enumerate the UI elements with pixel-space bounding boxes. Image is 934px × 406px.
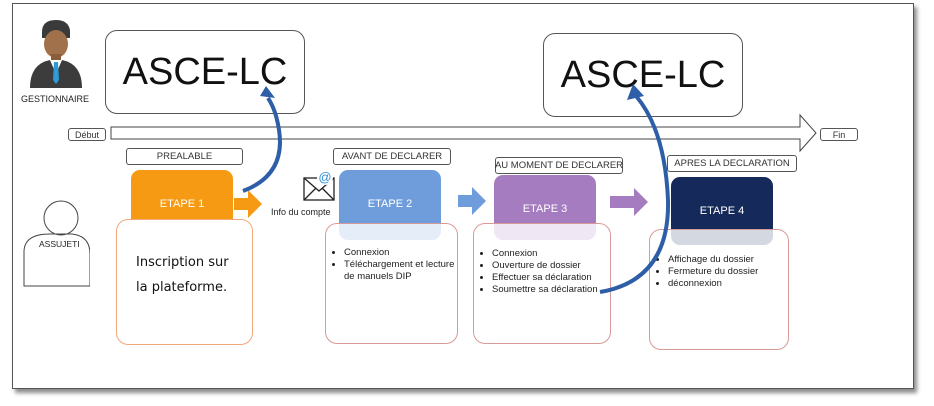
email-at-icon: @: [303, 169, 335, 201]
timeline-start-label: Début: [68, 128, 106, 141]
step-item: Effectuer sa déclaration: [492, 272, 610, 284]
arrow-right-icon: [234, 190, 262, 218]
step-card-1: Inscription sur la plateforme.: [116, 219, 253, 345]
step-item: Connexion: [492, 248, 610, 260]
step-text-line: la plateforme.: [136, 280, 228, 295]
step-item: Connexion: [344, 247, 457, 259]
system-box-right: ASCE-LC: [543, 33, 743, 117]
step-item: Fermeture du dossier: [668, 266, 788, 278]
arrow-right-icon: [610, 188, 648, 216]
step-label: ETAPE 3: [522, 203, 568, 215]
manager-label: GESTIONNAIRE: [21, 94, 90, 104]
timeline-end-label: Fin: [820, 128, 858, 141]
step-card-3: Connexion Ouverture de dossier Effectuer…: [473, 223, 611, 344]
phase-label-3: AU MOMENT DE DECLARER: [495, 157, 623, 174]
step-item: Affichage du dossier: [668, 254, 788, 266]
step-label: ETAPE 2: [367, 198, 413, 210]
step-label: ETAPE 1: [159, 198, 205, 210]
step-item: Téléchargement et lecture de manuels DIP: [344, 259, 457, 283]
person-outline-icon: [23, 200, 90, 287]
step-text-line: Inscription sur: [136, 255, 229, 270]
system-label: ASCE-LC: [560, 53, 726, 96]
system-label: ASCE-LC: [122, 50, 288, 93]
step-item: Soumettre sa déclaration: [492, 284, 610, 296]
taxpayer-label: ASSUJETI: [39, 239, 80, 249]
step-label: ETAPE 4: [699, 205, 745, 217]
step-item: déconnexion: [668, 278, 788, 290]
step-item: Ouverture de dossier: [492, 260, 610, 272]
manager-avatar-icon: [30, 20, 82, 88]
timeline-arrow-icon: [110, 113, 817, 153]
svg-text:@: @: [318, 170, 331, 185]
phase-label-4: APRES LA DECLARATION: [667, 155, 797, 172]
phase-label-2: AVANT DE DECLARER: [333, 148, 451, 165]
phase-label-1: PREALABLE: [126, 148, 243, 165]
arrow-right-icon: [458, 187, 486, 215]
step-card-4: Affichage du dossier Fermeture du dossie…: [649, 229, 789, 350]
step-card-2: Connexion Téléchargement et lecture de m…: [325, 223, 458, 344]
connector-label: Info du compte: [271, 207, 331, 217]
system-box-left: ASCE-LC: [105, 30, 305, 114]
